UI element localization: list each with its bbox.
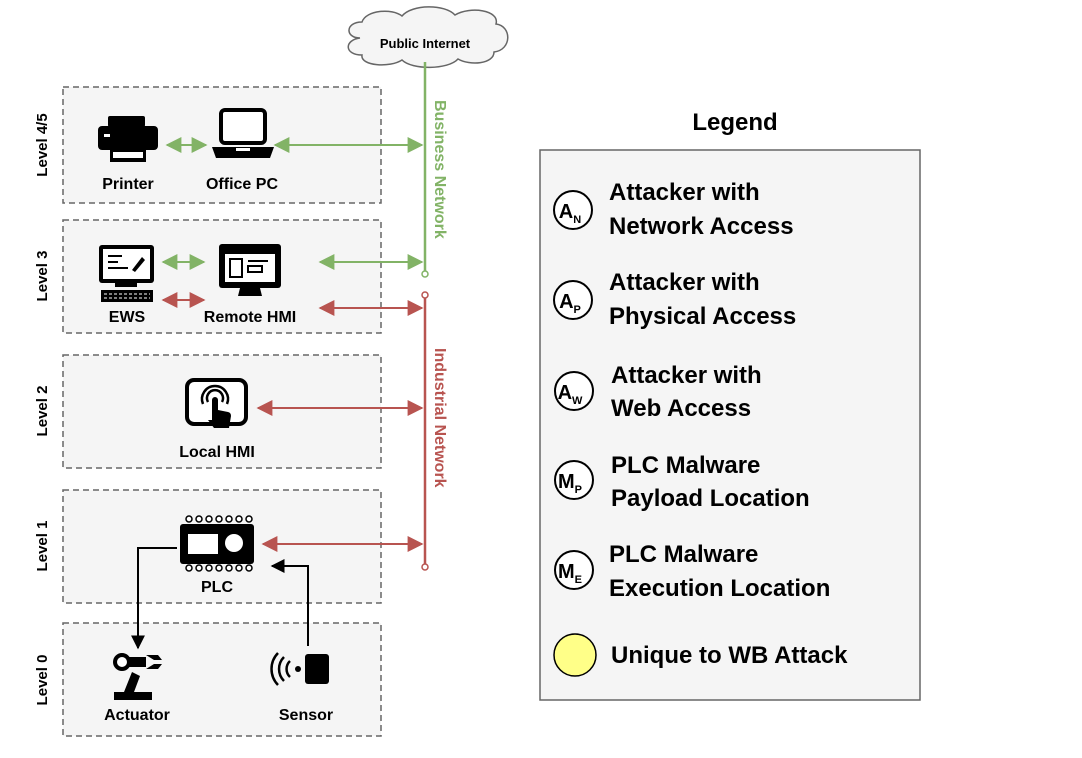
printer-icon [98,116,158,162]
malware-payload-symbol-icon: MP [554,460,594,500]
industrial-network-bus: Industrial Network [421,291,448,571]
ews-label: EWS [109,309,146,326]
monitor-icon [219,244,281,296]
legend-item-attacker-physical: AP Attacker with Physical Access [553,269,796,330]
public-internet-label: Public Internet [380,36,471,51]
legend-item-malware-execution: ME PLC Malware Execution Location [554,541,830,602]
local-hmi-label: Local HMI [179,444,255,461]
plc-icon [180,515,254,572]
svg-text:ME: ME [558,561,582,586]
industrial-network-label: Industrial Network [431,348,448,488]
public-internet-cloud: Public Internet [347,6,509,69]
legend-item-attacker-web: AW Attacker with Web Access [554,362,762,422]
level-2-label: Level 2 [34,386,51,437]
attacker-physical-symbol-icon: AP [553,280,593,320]
malware-execution-symbol-icon: ME [554,550,594,590]
plc-label: PLC [201,579,233,596]
attacker-network-symbol-icon: AN [553,190,593,230]
legend-item-label: Execution Location [609,575,830,602]
sensor-label: Sensor [279,707,333,724]
legend-item-unique-wb: Unique to WB Attack [553,633,848,677]
level-3-label: Level 3 [34,251,51,302]
level-1-label: Level 1 [34,521,51,572]
level-0-label: Level 0 [34,655,51,706]
svg-text:MP: MP [558,471,582,496]
printer-label: Printer [102,176,154,193]
legend-item-label: Unique to WB Attack [611,642,848,669]
business-network-bus: Business Network [421,62,448,278]
svg-text:AN: AN [559,201,581,226]
attacker-web-symbol-icon: AW [554,371,594,411]
workstation-icon [99,245,154,302]
sensor-icon [270,652,329,686]
actuator-label: Actuator [104,707,170,724]
legend-item-label: Attacker with [609,269,760,296]
legend-item-label: Network Access [609,213,794,240]
level-4-5-label: Level 4/5 [34,113,51,176]
robot-arm-icon [113,653,162,700]
plc-actuator-link [131,547,177,650]
legend-item-label: Web Access [611,395,751,422]
legend-item-label: Physical Access [609,303,796,330]
laptop-icon [212,108,274,158]
legend-item-attacker-network: AN Attacker with Network Access [553,179,794,240]
svg-text:AP: AP [559,291,581,316]
legend-title: Legend [692,109,777,136]
sensor-plc-link [270,559,309,646]
office-pc-label: Office PC [206,176,278,193]
legend-item-malware-payload: MP PLC Malware Payload Location [554,452,810,512]
legend-item-label: PLC Malware [609,541,758,568]
legend-item-label: Attacker with [611,362,762,389]
yellow-highlight-icon [553,633,597,677]
legend-item-label: Attacker with [609,179,760,206]
legend-box [539,149,921,701]
legend-item-label: PLC Malware [611,452,760,479]
svg-text:AW: AW [558,382,583,407]
business-network-label: Business Network [431,100,448,239]
legend-item-label: Payload Location [611,485,810,512]
remote-hmi-label: Remote HMI [204,309,296,326]
touchscreen-icon [185,378,248,428]
